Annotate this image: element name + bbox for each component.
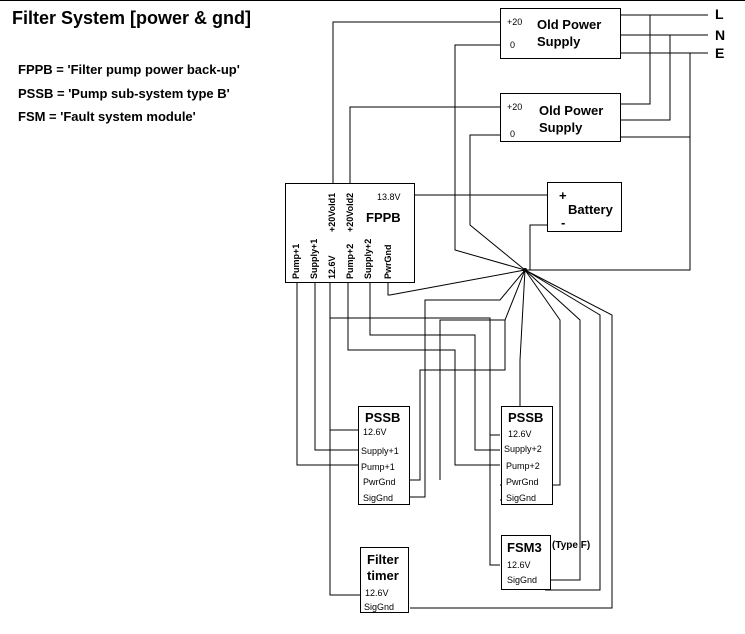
fppb-pin-20vold1: +20Vold1 (327, 192, 337, 232)
pssb2-pin-supply2: Supply+2 (504, 444, 542, 454)
fppb-module: 13.8V FPPB (285, 183, 415, 283)
pssb2-pin-12v6: 12.6V (508, 429, 532, 439)
battery: + Battery - (547, 182, 622, 232)
pssb1-pin-siggnd: SigGnd (363, 493, 394, 503)
pssb2-name: PSSB (508, 410, 544, 425)
wire-pump1 (296, 283, 360, 466)
timer-name-line1: Filter (367, 552, 399, 567)
battery-plus: + (559, 188, 567, 203)
wire-supply1 (314, 283, 360, 451)
timer-pin-12v6: 12.6V (365, 588, 389, 598)
pssb1-pin-12v6: 12.6V (363, 427, 387, 437)
fppb-pin-supply1: Supply+1 (309, 238, 319, 279)
ps2-n-feed (621, 35, 671, 121)
star-ground-point (523, 268, 527, 272)
legend-fsm: FSM = 'Fault system module' (18, 109, 196, 124)
ps1-name-line2: Supply (537, 34, 581, 49)
wire-ps1-plus20 (332, 21, 500, 183)
battery-minus: - (561, 215, 566, 230)
mains-n-label: N (715, 27, 726, 43)
wire-star-timer-siggnd-2 (524, 269, 601, 591)
fppb-pin-supply2: Supply+2 (363, 238, 373, 279)
pssb2-pin-pump2: Pump+2 (506, 461, 540, 471)
wire-ps1-zero (454, 44, 526, 271)
wire-pssb1-pwrgnd-up (410, 320, 506, 481)
wire-star-pssb1-pwrgnd (439, 269, 526, 480)
mains-l-label: L (715, 6, 724, 22)
battery-name: Battery (568, 202, 613, 217)
fppb-pin-20vold2: +20Vold2 (345, 192, 355, 232)
ps2-name-line2: Supply (539, 120, 583, 135)
filter-timer: Filter timer 12.6V SigGnd (360, 547, 409, 613)
fsm3-name: FSM3 (507, 540, 542, 555)
pssb1-name: PSSB (365, 410, 401, 425)
pssb1-pin-pump1: Pump+1 (361, 462, 395, 472)
top-border (0, 0, 745, 1)
pssb-2: PSSB 12.6V Supply+2 Pump+2 PwrGnd SigGnd (501, 406, 553, 505)
pssb2-pin-siggnd: SigGnd (506, 493, 537, 503)
fppb-13v8-pin: 13.8V (377, 192, 401, 202)
ps2-zero-pin: 0 (510, 129, 516, 139)
wire-supply2 (369, 283, 500, 451)
fsm3-pin-12v6: 12.6V (507, 560, 531, 570)
wire-star-fppb-gnd (389, 269, 526, 296)
wire-star-fsm3-siggnd (524, 269, 581, 581)
ps2-name-line1: Old Power (539, 103, 604, 118)
pssb2-pin-pwrgnd: PwrGnd (506, 477, 539, 487)
fppb-pin-12v6: 12.6V (327, 255, 337, 279)
page-title: Filter System [power & gnd] (12, 8, 252, 28)
fppb-pin-pump1: Pump+1 (291, 243, 301, 279)
ps2-e-feed (621, 53, 691, 138)
wire-pwrgnd-stub (387, 283, 390, 296)
power-supply-2: +20 0 Old Power Supply (500, 93, 621, 142)
wire-battery-minus (529, 224, 548, 270)
legend-fppb: FPPB = 'Filter pump power back-up' (18, 62, 240, 77)
power-supply-1: +20 0 Old Power Supply (500, 8, 621, 59)
fsm3-pin-siggnd: SigGnd (507, 575, 538, 585)
ps2-plus20-pin: +20 (507, 102, 523, 112)
timer-name-line2: timer (367, 568, 399, 583)
wire-pump2 (347, 283, 500, 466)
ps1-zero-pin: 0 (510, 40, 516, 50)
pssb1-pin-pwrgnd: PwrGnd (363, 477, 396, 487)
wire-12v6-fsm3 (330, 317, 500, 566)
timer-pin-siggnd: SigGnd (364, 602, 395, 612)
ps2-l-feed (621, 15, 651, 105)
wire-12v6-timer (329, 283, 360, 596)
earth-to-star (525, 137, 691, 271)
fsm3-type-label: (Type F) (552, 540, 591, 551)
legend-pssb: PSSB = 'Pump sub-system type B' (18, 86, 230, 101)
fppb-pin-pump2: Pump+2 (345, 243, 355, 279)
wire-star-timer-siggnd (410, 269, 613, 609)
wire-star-pssb1-siggnd (410, 269, 526, 498)
mains-e-label: E (715, 45, 725, 61)
fppb-name: FPPB (366, 210, 401, 225)
pssb1-pin-supply1: Supply+1 (361, 446, 399, 456)
ps1-name-line1: Old Power (537, 17, 602, 32)
wire-ps2-zero (469, 134, 526, 271)
ps1-plus20-pin: +20 (507, 17, 523, 27)
wire-ps2-plus20 (349, 106, 500, 183)
pssb-1: PSSB 12.6V Supply+1 Pump+1 PwrGnd SigGnd (358, 406, 410, 505)
fsm3-module: FSM3 12.6V SigGnd (501, 535, 551, 590)
fppb-pin-pwrgnd: PwrGnd (383, 244, 393, 279)
